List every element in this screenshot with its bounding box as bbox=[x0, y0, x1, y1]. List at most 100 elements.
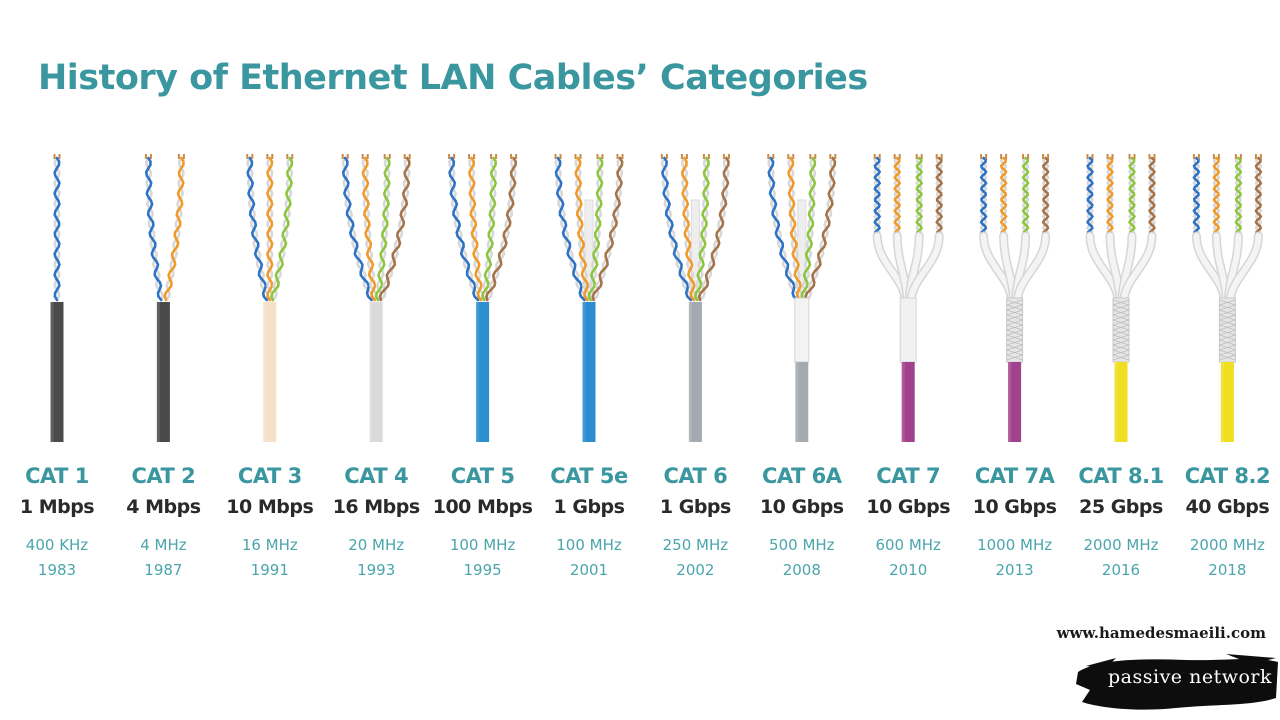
copper-tip bbox=[915, 154, 918, 159]
braided-shield bbox=[1006, 297, 1024, 363]
colored-wire bbox=[1234, 156, 1243, 238]
braid-strand bbox=[1219, 324, 1236, 331]
copper-tip bbox=[341, 154, 344, 159]
overall-foil bbox=[794, 297, 810, 363]
pair-foil-shield bbox=[1014, 233, 1049, 301]
brown-pair bbox=[697, 154, 730, 302]
colored-wire bbox=[587, 156, 604, 302]
cable-frequency-label: 400 KHz bbox=[25, 536, 89, 554]
colored-wire bbox=[1148, 156, 1156, 238]
cable-year-label: 1983 bbox=[37, 561, 77, 579]
cable-year-label: 2018 bbox=[1208, 561, 1247, 579]
copper-tip bbox=[680, 154, 683, 159]
orange-pair bbox=[787, 154, 804, 302]
orange-pair bbox=[163, 154, 185, 302]
cable-frequency-label: 4 MHz bbox=[140, 536, 187, 554]
cable-category-label: CAT 6 bbox=[663, 464, 728, 488]
colored-wire bbox=[378, 156, 411, 302]
cable-year-label: 1993 bbox=[357, 561, 396, 579]
blue-pair bbox=[341, 154, 374, 302]
cable-speed-label: 10 Gbps bbox=[972, 496, 1057, 518]
blue-pair bbox=[979, 154, 988, 238]
braid-strand bbox=[1006, 319, 1023, 326]
copper-tip bbox=[579, 154, 582, 159]
cable-speed-label: 25 Gbps bbox=[1079, 496, 1163, 518]
brown-pair bbox=[591, 154, 624, 302]
colored-wire bbox=[163, 156, 185, 302]
orange-pair bbox=[361, 154, 378, 302]
colored-wire bbox=[767, 156, 799, 302]
cable bbox=[448, 154, 518, 442]
copper-tip bbox=[878, 154, 881, 159]
colored-wire bbox=[893, 156, 902, 238]
copper-tip bbox=[702, 154, 705, 159]
cable-speed-label: 10 Mbps bbox=[226, 496, 314, 518]
braid-strand bbox=[1006, 329, 1023, 336]
blue-pair bbox=[448, 154, 481, 302]
copper-tip bbox=[495, 154, 498, 159]
copper-tip bbox=[787, 154, 790, 159]
cable-speed-label: 100 Mbps bbox=[432, 496, 533, 518]
copper-tip bbox=[1022, 154, 1025, 159]
jacket-highlight bbox=[688, 302, 692, 442]
blue-pair bbox=[144, 154, 165, 302]
braid-strand bbox=[1219, 344, 1236, 351]
cable-jacket bbox=[50, 302, 64, 442]
cable bbox=[872, 154, 944, 442]
copper-tip bbox=[1239, 154, 1242, 159]
copper-tip bbox=[346, 154, 349, 159]
colored-wire bbox=[485, 156, 518, 302]
copper-tip bbox=[1153, 154, 1156, 159]
copper-tip bbox=[920, 154, 923, 159]
copper-tip bbox=[448, 154, 451, 159]
copper-tip bbox=[53, 154, 56, 159]
copper-tip bbox=[792, 154, 795, 159]
colored-wire bbox=[915, 156, 924, 238]
blue-pair bbox=[660, 154, 693, 302]
copper-tip bbox=[388, 154, 391, 159]
cable bbox=[144, 154, 185, 442]
jacket-highlight bbox=[476, 302, 480, 442]
braid-strand bbox=[1006, 309, 1023, 316]
cable-jacket bbox=[156, 302, 170, 442]
cable-speed-label: 10 Gbps bbox=[759, 496, 844, 518]
braid-strand bbox=[1112, 324, 1130, 331]
green-pair bbox=[1021, 154, 1030, 238]
cable-year-label: 1991 bbox=[250, 561, 289, 579]
colored-wire bbox=[697, 156, 730, 302]
cable-frequency-label: 250 MHz bbox=[662, 536, 729, 554]
blue-pair bbox=[873, 154, 882, 238]
colored-wire bbox=[1021, 156, 1030, 238]
colored-wire bbox=[935, 156, 944, 238]
copper-tip bbox=[1133, 154, 1136, 159]
copper-tip bbox=[660, 154, 663, 159]
copper-tip bbox=[383, 154, 386, 159]
copper-tip bbox=[893, 154, 896, 159]
colored-wire bbox=[1086, 156, 1094, 238]
copper-tip bbox=[1212, 154, 1215, 159]
copper-tip bbox=[271, 154, 274, 159]
copper-tip bbox=[144, 154, 147, 159]
colored-wire bbox=[804, 156, 837, 302]
colored-wire bbox=[694, 156, 710, 302]
braided-shield bbox=[1218, 297, 1236, 363]
colored-wire bbox=[787, 156, 803, 302]
copper-tip bbox=[366, 154, 369, 159]
colored-wire bbox=[873, 156, 882, 238]
copper-tip bbox=[1005, 154, 1008, 159]
braid-strand bbox=[1112, 299, 1130, 306]
orange-pair bbox=[680, 154, 697, 302]
copper-tip bbox=[1234, 154, 1237, 159]
copper-tip bbox=[767, 154, 770, 159]
colored-wire bbox=[591, 156, 624, 302]
jacket-highlight bbox=[263, 302, 267, 442]
colored-wire bbox=[574, 156, 590, 302]
cable-jacket bbox=[688, 302, 702, 442]
braid-strand bbox=[1219, 334, 1236, 341]
cable-category-label: CAT 7A bbox=[974, 464, 1055, 488]
website-url[interactable]: www.hamedesmaeili.com bbox=[1056, 624, 1266, 642]
colored-wire bbox=[1212, 156, 1221, 238]
copper-tip bbox=[722, 154, 725, 159]
brown-pair bbox=[378, 154, 411, 302]
